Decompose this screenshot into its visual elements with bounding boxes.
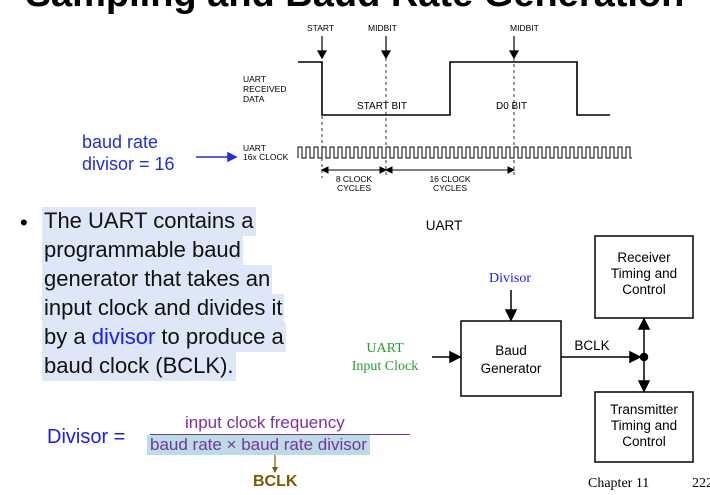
receiver-label-3: Control xyxy=(622,282,666,297)
cycle-span-arrows xyxy=(320,166,516,174)
footer-chapter: Chapter 11 xyxy=(588,476,650,491)
divisor-link: divisor xyxy=(91,324,156,349)
timing-diagram: START MIDBIT MIDBIT UART RECEIVED DATA S… xyxy=(196,23,632,193)
baud-note-line1: baud rate xyxy=(82,132,159,152)
uart-block-diagram: UART Divisor UART Input Clock Baud Gener… xyxy=(352,218,694,463)
baud-generator-label-1: Baud xyxy=(495,343,527,358)
bclk-label: BCLK xyxy=(574,338,609,353)
span2-label-1: 16 CLOCK xyxy=(429,174,470,184)
received-data-label-1: UART xyxy=(243,74,266,84)
transmitter-label-1: Transmitter xyxy=(610,402,678,417)
footer-page-number: 222 xyxy=(692,476,710,491)
receiver-box xyxy=(594,235,694,319)
span2-label-2: CYCLES xyxy=(433,183,467,193)
uart-block-title: UART xyxy=(426,218,463,233)
bullet-dot: • xyxy=(20,210,28,235)
input-clock-label-2: Input Clock xyxy=(352,359,419,374)
bullet-line-2: programmable baud xyxy=(42,236,243,265)
midbit-label-2: MIDBIT xyxy=(510,23,539,33)
slide-title: Sampling and Baud Rate Generation xyxy=(0,0,710,16)
bullet-line-3: generator that takes an xyxy=(42,265,273,294)
d0-bit-label: D0 BIT xyxy=(496,101,527,112)
clock-waveform xyxy=(297,146,632,159)
formula-label: Divisor = xyxy=(47,426,126,448)
formula-bclk: BCLK xyxy=(253,473,298,490)
input-clock-arrow xyxy=(432,350,462,364)
formula-numerator: input clock frequency xyxy=(185,413,345,432)
midbit-label-1: MIDBIT xyxy=(368,23,397,33)
bclk-arrow xyxy=(272,455,278,473)
received-data-label-2: RECEIVED xyxy=(243,84,286,94)
divisor-input-label: Divisor xyxy=(489,271,531,286)
span1-label-2: CYCLES xyxy=(337,183,371,193)
fraction-bar xyxy=(150,434,410,435)
baud-note-arrow xyxy=(196,151,238,163)
baud-rate-note: baud rate divisor = 16 xyxy=(82,131,175,175)
clock-label-1: UART xyxy=(243,143,266,153)
marker-arrows xyxy=(316,36,520,60)
bullet-line-6: baud clock (BCLK). xyxy=(42,352,236,381)
received-data-waveform xyxy=(298,61,610,116)
receiver-label-1: Receiver xyxy=(617,250,671,265)
start-bit-label: START BIT xyxy=(357,101,407,112)
baud-generator-label-2: Generator xyxy=(481,361,542,376)
transmitter-label-3: Control xyxy=(622,434,666,449)
divisor-arrow xyxy=(504,290,518,322)
input-clock-label-1: UART xyxy=(366,341,404,356)
span1-label-1: 8 CLOCK xyxy=(336,174,373,184)
start-label: START xyxy=(307,23,334,33)
baud-generator-box xyxy=(460,320,562,397)
receiver-label-2: Timing and xyxy=(611,266,677,281)
bullet-line-5-pre: by a xyxy=(44,324,92,349)
guide-lines xyxy=(321,58,515,178)
bullet-line-4: input clock and divides it xyxy=(42,294,285,323)
bullet-line-5-post: to produce a xyxy=(155,324,284,349)
received-data-label-3: DATA xyxy=(243,94,265,104)
bullet-line-5: by a divisor to produce a xyxy=(42,323,286,352)
bullet-line-1: The UART contains a xyxy=(42,207,256,236)
clock-label-2: 16x CLOCK xyxy=(243,152,289,162)
transmitter-box xyxy=(594,391,694,463)
baud-note-line2: divisor = 16 xyxy=(82,154,175,174)
transmitter-label-2: Timing and xyxy=(611,418,677,433)
bclk-connections xyxy=(561,317,651,393)
formula-denominator: baud rate × baud rate divisor xyxy=(147,435,370,455)
